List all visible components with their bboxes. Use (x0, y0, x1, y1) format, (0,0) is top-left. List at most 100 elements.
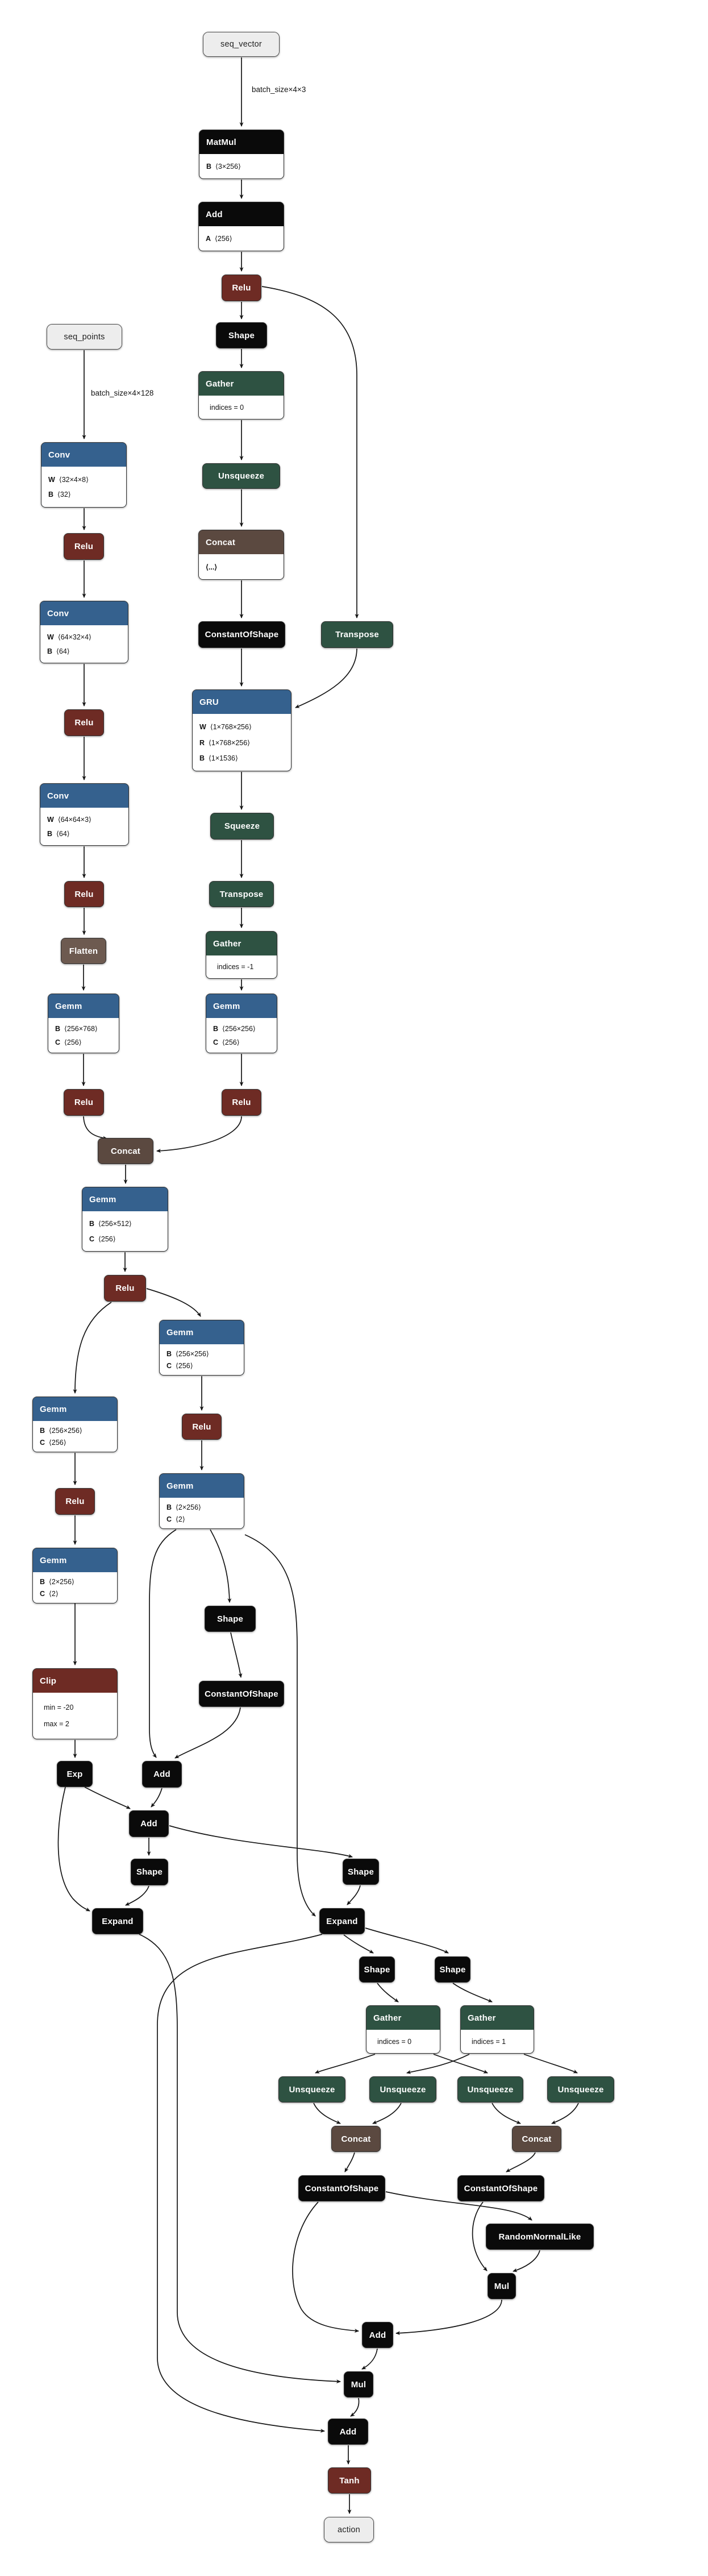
node-shape-mean[interactable]: Shape (205, 1606, 256, 1632)
node-attributes: W⟨32×4×8⟩B⟨32⟩ (41, 467, 126, 507)
edge-unsqueeze-a-to-concat-shape-l (313, 2103, 341, 2124)
attr-key: C (213, 1038, 219, 1046)
node-label: Shape (228, 330, 255, 340)
attr-value: indices = 0 (210, 403, 244, 412)
attr-value: indices = 1 (472, 2037, 506, 2046)
node-mul-noise[interactable]: Mul (488, 2273, 516, 2299)
node-attr-row: B⟨64⟩ (47, 647, 121, 655)
edge-concat-shape-r-to-constantofshape-r (506, 2152, 536, 2172)
node-label: Shape (439, 1964, 466, 1975)
attr-key: B (47, 830, 53, 838)
node-add-sample[interactable]: Add (328, 2419, 368, 2445)
node-unsqueeze-batch[interactable]: Unsqueeze (202, 463, 280, 489)
node-relu-cnn[interactable]: Relu (64, 1089, 104, 1116)
edge-gemm-mean2-to-expand-mean (244, 1534, 316, 1917)
node-transpose-in[interactable]: Transpose (321, 621, 393, 648)
node-concat-shape-r[interactable]: Concat (512, 2126, 561, 2152)
attr-value: ⟨256×768⟩ (64, 1025, 98, 1033)
node-transpose-out[interactable]: Transpose (209, 881, 274, 907)
node-flatten[interactable]: Flatten (61, 938, 106, 964)
edge-relu-vec-to-transpose-in (261, 286, 359, 618)
node-tanh[interactable]: Tanh (328, 2467, 371, 2494)
node-concat-features[interactable]: Concat (98, 1138, 153, 1164)
node-relu-rnn[interactable]: Relu (222, 1089, 261, 1116)
node-attributes: B⟨256×256⟩C⟨256⟩ (206, 1018, 277, 1053)
node-unsqueeze-a[interactable]: Unsqueeze (278, 2076, 345, 2103)
attr-key: W (47, 816, 54, 824)
node-constantofshape-r[interactable]: ConstantOfShape (457, 2175, 544, 2201)
node-concat-shape-l[interactable]: Concat (331, 2126, 381, 2152)
node-attributes: W⟨64×32×4⟩B⟨64⟩ (40, 625, 128, 663)
node-constantofshape-mean[interactable]: ConstantOfShape (199, 1681, 284, 1707)
attr-value: ⟨256×256⟩ (176, 1350, 209, 1358)
node-expand-std[interactable]: Expand (92, 1908, 143, 1934)
node-attr-row: W⟨32×4×8⟩ (48, 475, 119, 484)
node-seq-vector[interactable]: seq_vector (203, 32, 280, 57)
edge-relu-fusion-to-gemm-mean1 (146, 1288, 201, 1317)
node-shape-bcast-l[interactable]: Shape (131, 1859, 168, 1885)
node-attributes: B⟨3×256⟩ (199, 154, 284, 178)
node-attr-row: C⟨2⟩ (166, 1515, 237, 1523)
node-shape-sample-l[interactable]: Shape (359, 1956, 395, 1983)
node-relu-logstd[interactable]: Relu (55, 1488, 95, 1515)
node-action[interactable]: action (324, 2517, 374, 2542)
node-relu-vec[interactable]: Relu (222, 275, 261, 301)
node-add-broadcast[interactable]: Add (129, 1810, 169, 1837)
node-add-mean-zeros[interactable]: Add (142, 1761, 182, 1788)
node-attr-row: C⟨256⟩ (166, 1361, 237, 1370)
node-constantofshape-l[interactable]: ConstantOfShape (298, 2175, 385, 2201)
node-label: Squeeze (224, 821, 260, 831)
node-shape-sample-r[interactable]: Shape (435, 1956, 470, 1983)
node-relu-conv1[interactable]: Relu (64, 533, 104, 560)
node-randomnormallike[interactable]: RandomNormalLike (486, 2224, 594, 2250)
node-unsqueeze-b[interactable]: Unsqueeze (369, 2076, 436, 2103)
node-seq-points[interactable]: seq_points (47, 324, 122, 350)
node-relu-fusion[interactable]: Relu (104, 1275, 146, 1302)
edge-unsqueeze-c-to-concat-shape-r (492, 2103, 521, 2124)
node-unsqueeze-c[interactable]: Unsqueeze (457, 2076, 523, 2103)
edge-exp-to-add-broadcast (84, 1786, 131, 1809)
node-constantofshape-h0[interactable]: ConstantOfShape (198, 621, 285, 648)
node-exp[interactable]: Exp (57, 1761, 93, 1787)
node-attributes: B⟨256×256⟩C⟨256⟩ (160, 1344, 244, 1375)
node-unsqueeze-d[interactable]: Unsqueeze (547, 2076, 614, 2103)
node-attr-row: B⟨256×256⟩ (40, 1426, 110, 1435)
node-expand-mean[interactable]: Expand (319, 1908, 365, 1934)
node-mul-scale[interactable]: Mul (344, 2371, 373, 2398)
node-squeeze[interactable]: Squeeze (210, 813, 274, 840)
node-add-noise[interactable]: Add (362, 2322, 393, 2348)
node-relu-mean[interactable]: Relu (182, 1414, 222, 1440)
node-shape-vec[interactable]: Shape (216, 322, 267, 348)
node-concat-shape[interactable]: Concat⟨...⟩ (198, 530, 284, 580)
node-relu-conv2[interactable]: Relu (64, 709, 104, 736)
attr-key: W (47, 633, 54, 641)
node-shape-bcast-r[interactable]: Shape (343, 1859, 379, 1885)
node-attr-row: A⟨256⟩ (206, 234, 277, 243)
node-label: Mul (494, 2281, 510, 2291)
node-attr-row: indices = 1 (468, 2038, 527, 2046)
node-label: ConstantOfShape (205, 1689, 278, 1699)
attr-value: ⟨256⟩ (64, 1038, 82, 1046)
edge-shape-bcast-r-to-expand-mean (347, 1885, 361, 1905)
node-relu-conv3[interactable]: Relu (64, 881, 104, 907)
node-label: Add (153, 1769, 170, 1779)
